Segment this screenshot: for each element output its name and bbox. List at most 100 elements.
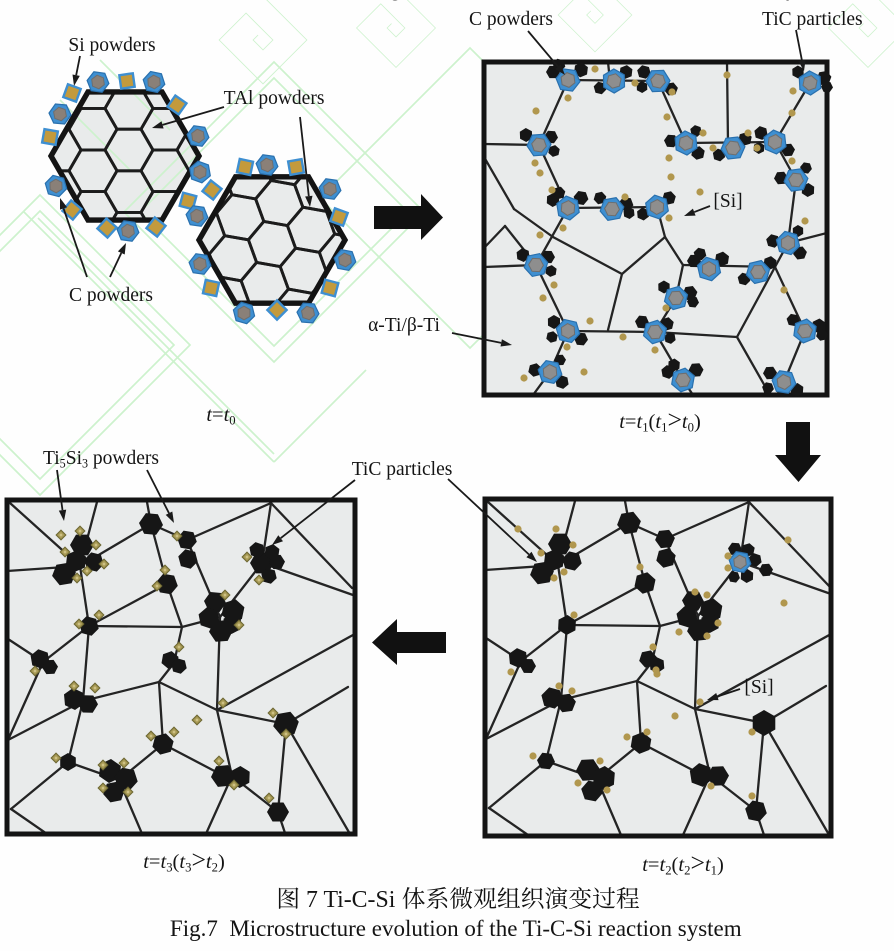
black-particle xyxy=(792,65,804,79)
black-particle xyxy=(816,329,828,341)
tic-particle-core xyxy=(528,257,544,273)
black-particle xyxy=(530,561,554,585)
tic-particle xyxy=(186,125,210,147)
label-char: ) xyxy=(694,411,701,433)
t1-si-atoms xyxy=(520,65,809,382)
label-char: t xyxy=(636,411,643,433)
si-atom-dot xyxy=(723,71,731,79)
label-char: S xyxy=(68,35,79,56)
honeycomb-cell xyxy=(317,232,344,281)
ti5si3-diamond xyxy=(233,619,245,631)
black-particle xyxy=(634,572,656,594)
grain-boundary-line xyxy=(487,759,548,810)
label-arrow-line xyxy=(162,106,225,126)
tic-particle xyxy=(602,68,626,94)
grain-boundary-line xyxy=(81,624,91,703)
black-particle xyxy=(60,753,76,771)
si-atom-dot xyxy=(643,728,651,736)
ti5si3-diamond xyxy=(50,752,62,764)
si-atom-dot xyxy=(652,666,660,674)
tic-particle-core xyxy=(649,199,665,215)
black-particle xyxy=(52,562,76,586)
si-atom-dot xyxy=(560,568,568,576)
black-particle xyxy=(664,332,676,344)
grain-boundary-line xyxy=(606,272,624,332)
tic-particle xyxy=(645,69,671,93)
label-char: / xyxy=(401,315,407,336)
black-particle xyxy=(273,711,299,737)
subscript: 2 xyxy=(665,864,671,878)
si-atom-dot xyxy=(570,611,578,619)
si-atom-dot xyxy=(744,129,752,137)
black-particle xyxy=(152,733,174,755)
caption-zh-cjk-glyph xyxy=(497,887,521,908)
label-char: i xyxy=(396,315,402,336)
label-char: d xyxy=(292,88,302,109)
grain-boundary-line xyxy=(556,563,569,627)
tic-particle xyxy=(86,71,110,93)
ti5si3-diamond xyxy=(219,589,231,601)
label-char: i xyxy=(762,677,768,698)
label-time_t3: t=t3​(t3​>t2​) xyxy=(143,845,225,875)
tic-particle xyxy=(775,230,801,256)
si-atom-dot xyxy=(753,144,761,152)
si-atom-dot xyxy=(580,368,588,376)
label-char: C xyxy=(469,9,482,30)
label-arrow-line xyxy=(280,479,356,539)
black-particle xyxy=(177,530,197,550)
black-particle xyxy=(519,128,533,142)
si-atom-dot xyxy=(703,591,711,599)
black-particle xyxy=(528,363,542,377)
tic-particle xyxy=(44,174,68,198)
tic-particle-core xyxy=(678,135,694,151)
si-atom-dot xyxy=(559,224,567,232)
tal-powder-hexagon-border xyxy=(47,89,203,223)
grain-boundary-line xyxy=(484,155,516,211)
ti5si3-diamond-center xyxy=(59,533,63,537)
grain-boundary-line xyxy=(276,722,288,814)
grain-boundary-line xyxy=(773,265,807,333)
black-particle xyxy=(701,613,719,633)
tic-particle xyxy=(296,302,320,324)
si-atom-dot xyxy=(699,129,707,137)
label-arrow-line xyxy=(693,205,711,213)
si-powder-square xyxy=(40,127,60,147)
label-char: r xyxy=(139,285,146,306)
t2-particles xyxy=(508,511,776,822)
grain-boundary-line xyxy=(9,760,70,811)
tic-particle-core xyxy=(300,305,316,321)
si-atom-dot xyxy=(631,79,639,87)
tic-particle-core xyxy=(802,75,818,91)
tic-particle-core xyxy=(193,256,207,272)
black-particle xyxy=(656,548,676,568)
grain-boundary-line xyxy=(565,623,662,628)
label-char: i xyxy=(363,459,369,480)
caption-zh-cjk-glyph xyxy=(545,886,568,909)
black-particle xyxy=(269,554,285,570)
label-char: t xyxy=(179,851,186,873)
label-char: t xyxy=(411,459,417,480)
label-arrow-line xyxy=(146,469,170,514)
si-powder-square xyxy=(117,71,137,91)
black-particle xyxy=(178,549,198,569)
si-atom-dot xyxy=(780,286,788,294)
label-arrow-line xyxy=(75,55,81,76)
si-atom-dot xyxy=(532,107,540,115)
label-char: w xyxy=(506,9,520,30)
caption-zh: 7 Ti-C-Si xyxy=(278,886,640,913)
label-char: d xyxy=(123,35,133,56)
caption-en: Fig.7 Microstructure evolution of the Ti… xyxy=(170,916,742,941)
label-char: t xyxy=(821,9,827,30)
si-atom-dot xyxy=(548,186,556,194)
label-char: e xyxy=(530,9,539,30)
label-char: a xyxy=(806,9,815,30)
ti5si3-diamond xyxy=(55,529,67,541)
tic-particle xyxy=(189,160,211,184)
si-atom-dot xyxy=(663,113,671,121)
label-char: > xyxy=(667,405,681,434)
label-char: c xyxy=(422,459,431,480)
grain-boundary-line xyxy=(534,263,570,333)
tic-particle xyxy=(556,195,580,221)
grain-boundary-line xyxy=(735,265,777,339)
si-atom-dot xyxy=(665,154,673,162)
